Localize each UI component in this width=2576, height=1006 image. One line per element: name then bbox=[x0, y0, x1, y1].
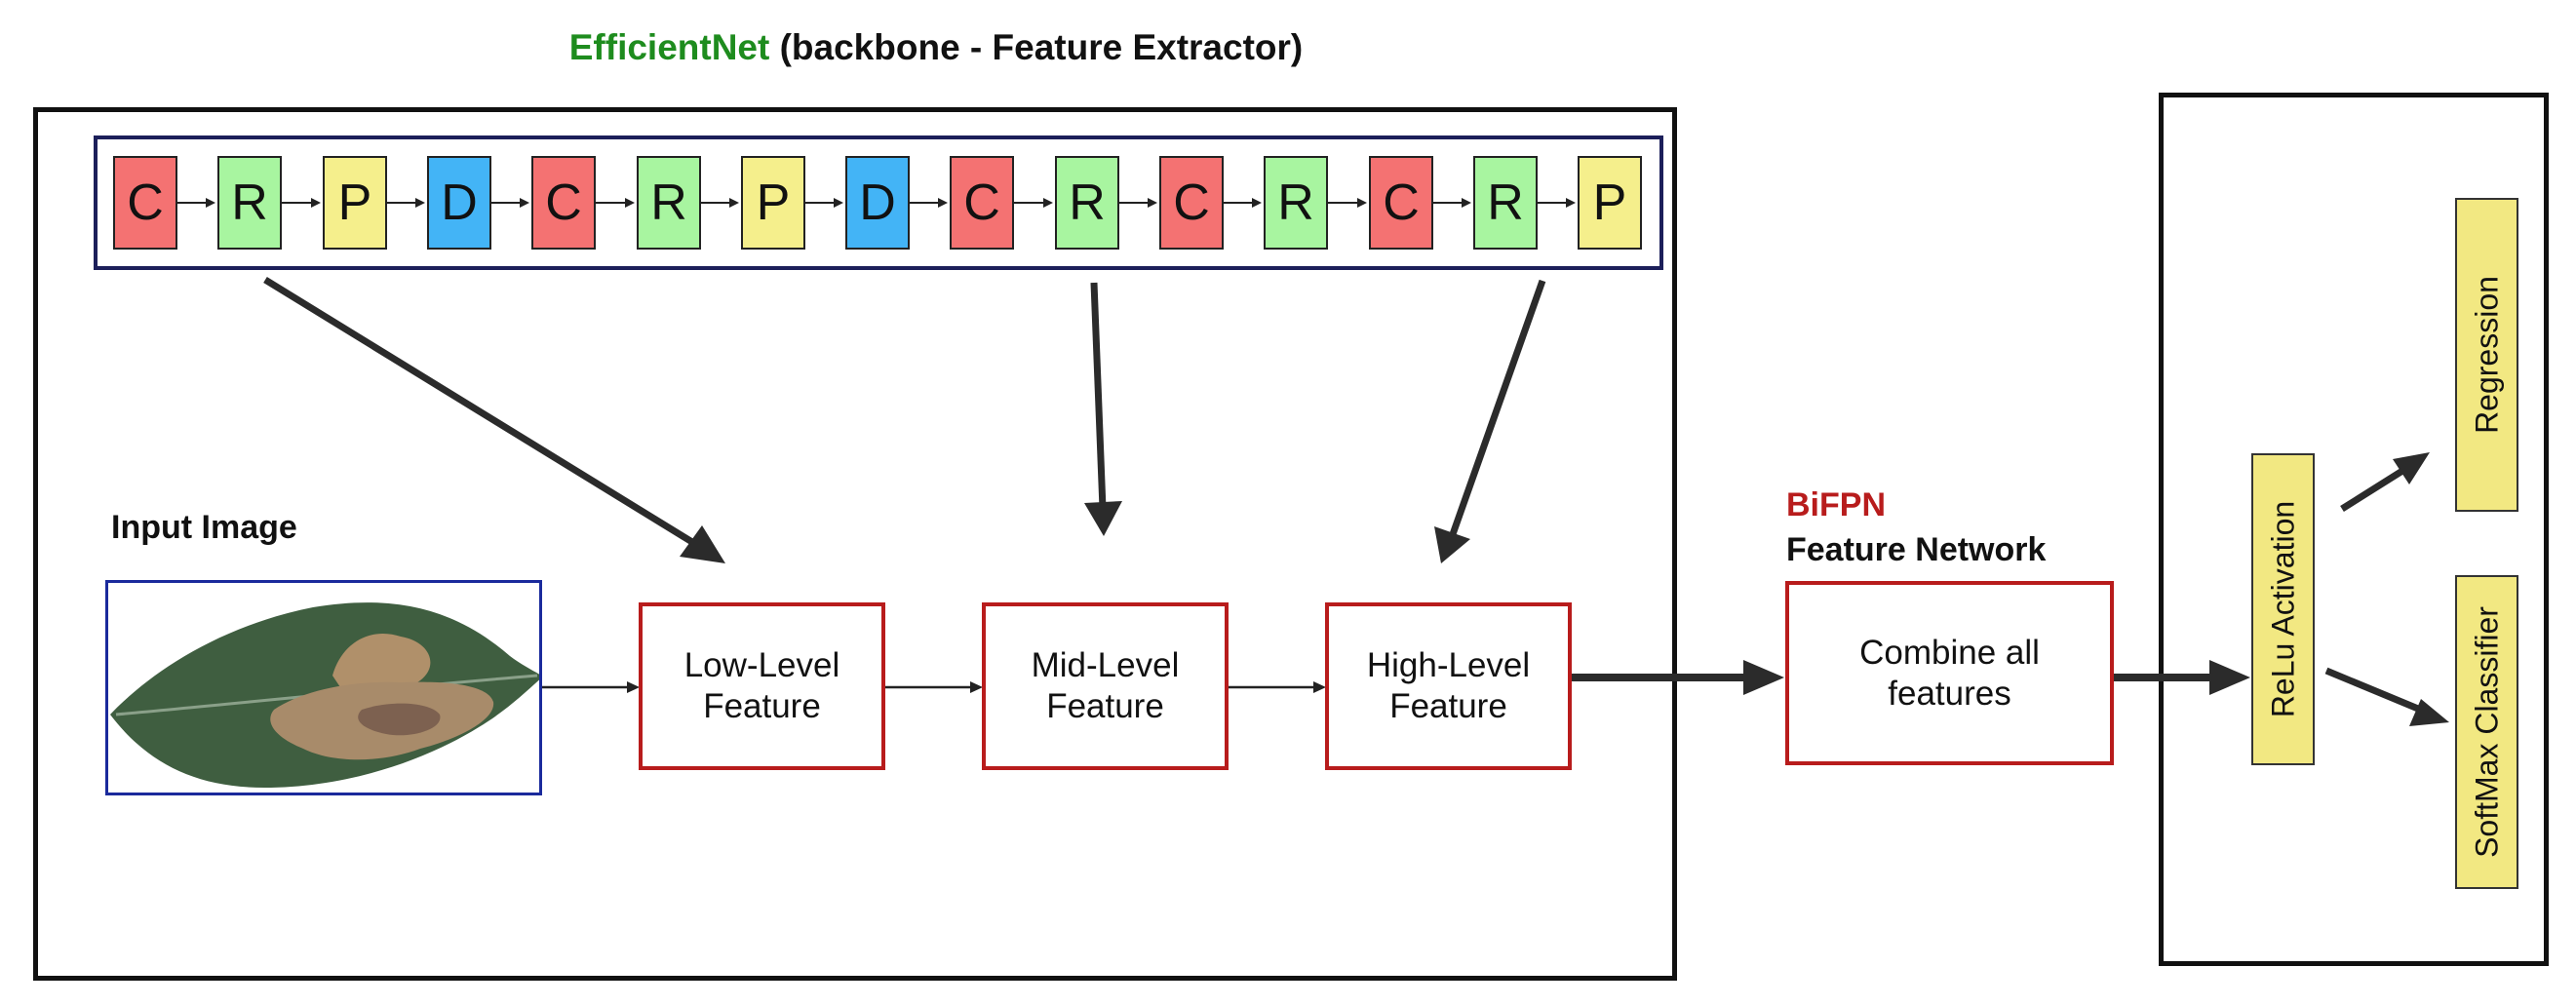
layer-link-arrowhead bbox=[1462, 198, 1471, 208]
arrow-relu-to-softmax bbox=[2324, 667, 2420, 713]
layer-block-relu: R bbox=[1055, 156, 1119, 250]
mid-level-feature-box: Mid-Level Feature bbox=[982, 602, 1229, 770]
layer-link-arrowhead bbox=[415, 198, 425, 208]
layer-link-arrowhead bbox=[1148, 198, 1157, 208]
layer-link-arrowhead bbox=[206, 198, 215, 208]
layer-block-relu: R bbox=[217, 156, 282, 250]
layer-block-relu: R bbox=[1264, 156, 1328, 250]
arrow-backbone-to-low bbox=[263, 277, 702, 550]
layer-link-arrowhead bbox=[520, 198, 529, 208]
layer-link-arrowhead bbox=[311, 198, 321, 208]
arrow-relu-to-regression bbox=[2340, 468, 2404, 512]
layer-block-relu: R bbox=[637, 156, 701, 250]
arrow-head-mid-to-high bbox=[1313, 681, 1326, 693]
softmax-classifier-box: SoftMax Classifier bbox=[2455, 575, 2518, 889]
head-frame bbox=[2159, 93, 2549, 966]
title-rest: (backbone - Feature Extractor) bbox=[769, 27, 1304, 67]
relu-activation-label: ReLu Activation bbox=[2265, 500, 2300, 718]
layer-link-arrowhead bbox=[938, 198, 948, 208]
bifpn-label: BiFPN bbox=[1786, 486, 1886, 523]
layer-link-arrowhead bbox=[1043, 198, 1053, 208]
layer-block-conv: C bbox=[531, 156, 596, 250]
layer-block-conv: C bbox=[113, 156, 177, 250]
arrow-head-relu-to-regression bbox=[2393, 452, 2430, 484]
arrow-head-backbone-to-high bbox=[1434, 526, 1470, 563]
relu-activation-box: ReLu Activation bbox=[2251, 453, 2315, 765]
arrow-backbone-to-mid bbox=[1090, 282, 1107, 510]
title-efficientnet: EfficientNet bbox=[568, 27, 770, 67]
layer-block-dropout: D bbox=[845, 156, 910, 250]
arrow-head-backbone-to-low bbox=[680, 525, 725, 563]
regression-box: Regression bbox=[2455, 198, 2518, 512]
arrow-head-bifpn-to-relu bbox=[2209, 660, 2250, 695]
layer-link-arrowhead bbox=[834, 198, 843, 208]
input-image bbox=[105, 580, 542, 795]
backbone-frame bbox=[33, 107, 1677, 981]
regression-label: Regression bbox=[2469, 276, 2504, 434]
softmax-classifier-label: SoftMax Classifier bbox=[2469, 606, 2504, 858]
layer-block-conv: C bbox=[950, 156, 1014, 250]
arrow-head-input-to-low bbox=[627, 681, 640, 693]
layer-link-arrowhead bbox=[1357, 198, 1367, 208]
diagram-title: EfficientNet (backbone - Feature Extract… bbox=[0, 27, 1872, 68]
layer-block-relu: R bbox=[1473, 156, 1538, 250]
layer-block-pool: P bbox=[323, 156, 387, 250]
input-image-label: Input Image bbox=[111, 509, 297, 546]
layer-link-arrowhead bbox=[1566, 198, 1576, 208]
layer-sequence-bar bbox=[94, 135, 1663, 270]
lesion-center bbox=[358, 703, 441, 736]
arrow-head-relu-to-softmax bbox=[2409, 699, 2449, 726]
arrow-backbone-to-high bbox=[1449, 279, 1546, 536]
layer-block-pool: P bbox=[1578, 156, 1642, 250]
layer-block-conv: C bbox=[1369, 156, 1433, 250]
layer-link-arrows bbox=[177, 198, 1576, 208]
layer-link-arrowhead bbox=[625, 198, 635, 208]
lesion-upper bbox=[332, 633, 431, 696]
layer-link-arrowhead bbox=[729, 198, 739, 208]
feature-network-label: Feature Network bbox=[1786, 531, 2047, 568]
high-level-feature-box: High-Level Feature bbox=[1325, 602, 1572, 770]
arrow-head-low-to-mid bbox=[970, 681, 983, 693]
low-level-feature-box: Low-Level Feature bbox=[639, 602, 885, 770]
layer-link-arrowhead bbox=[1252, 198, 1262, 208]
combine-features-box: Combine all features bbox=[1785, 581, 2114, 765]
layer-block-conv: C bbox=[1159, 156, 1224, 250]
arrow-head-high-to-bifpn bbox=[1743, 660, 1784, 695]
layer-block-pool: P bbox=[741, 156, 805, 250]
arrow-head-backbone-to-mid bbox=[1084, 501, 1122, 536]
layer-block-dropout: D bbox=[427, 156, 491, 250]
leaf-illustration bbox=[110, 602, 539, 788]
